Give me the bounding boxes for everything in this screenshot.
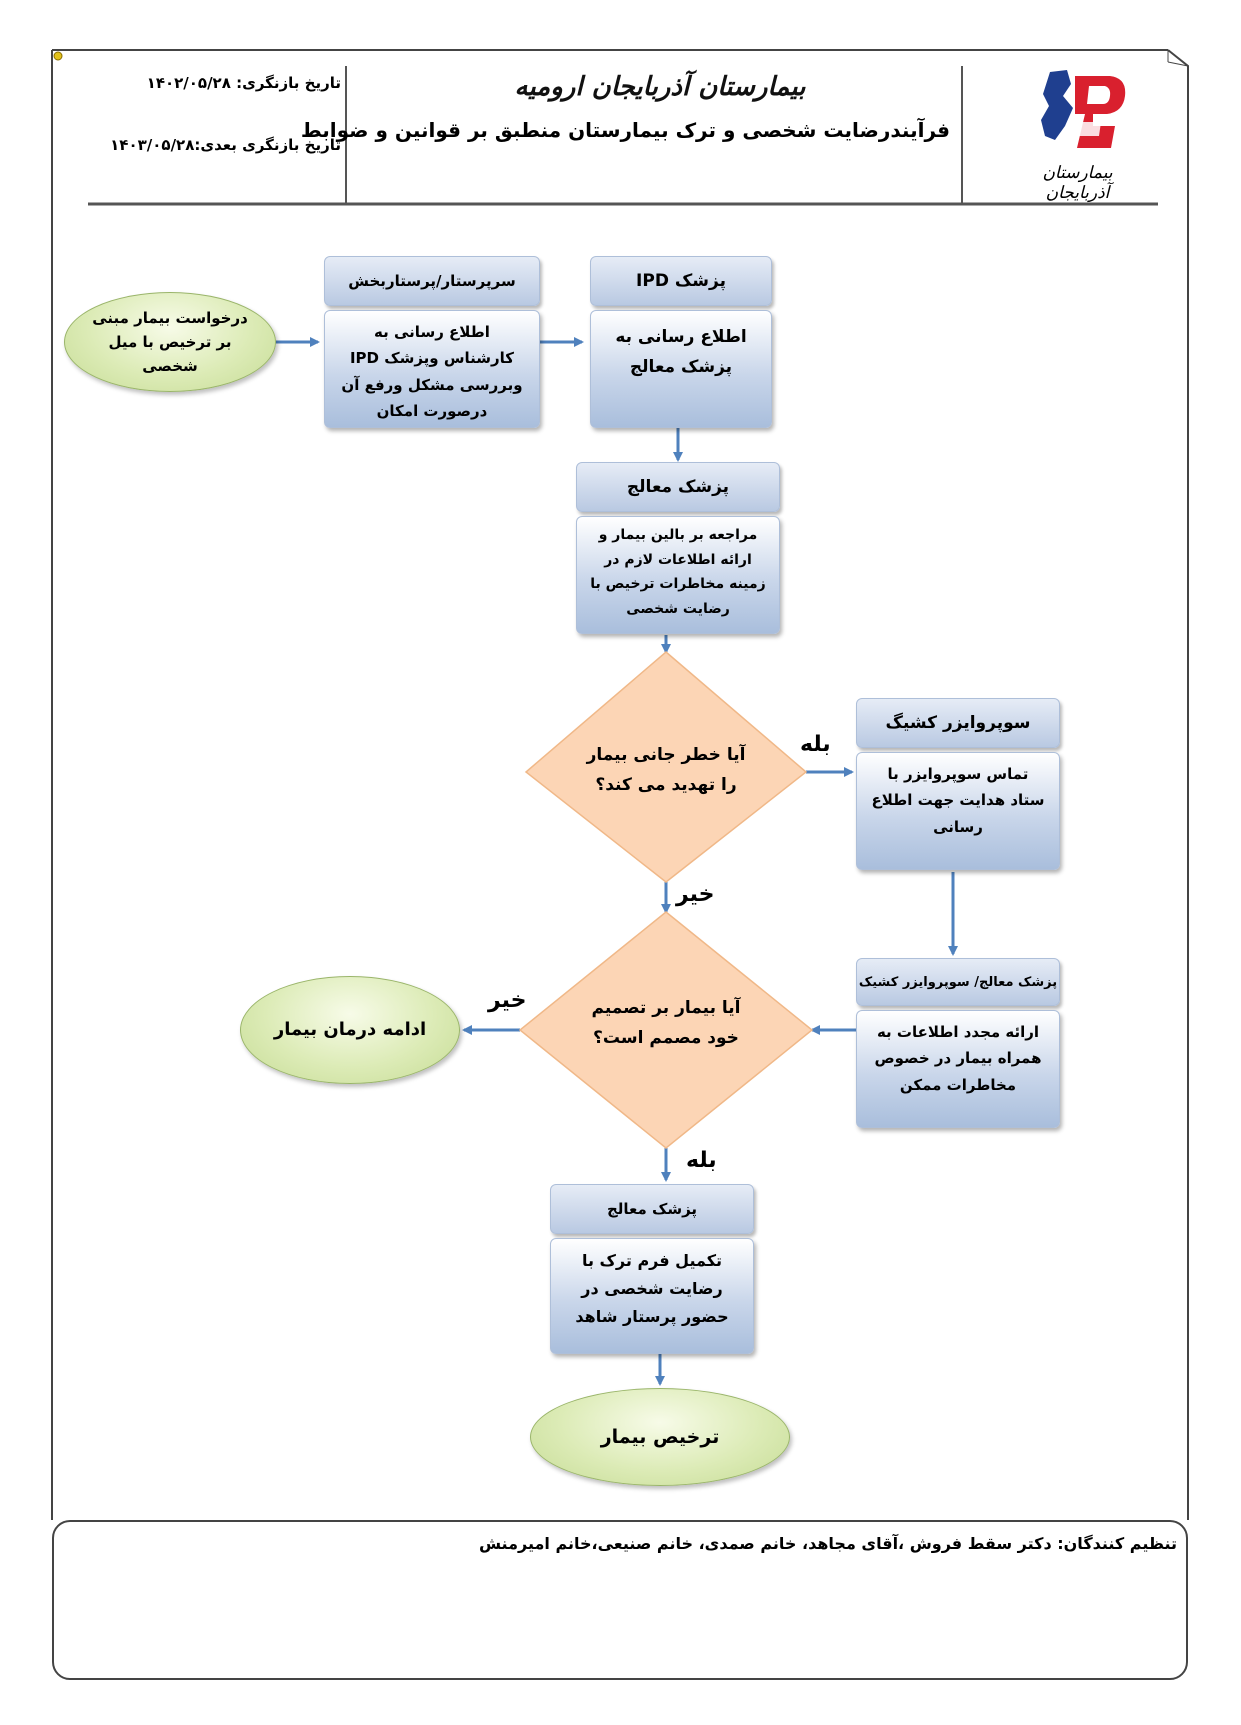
supervisor-role-box: سرپرستار/پرستاربخش (324, 256, 540, 306)
attending-supervisor-role-box: پزشک معالج/ سوپروایزر کشیک (856, 958, 1060, 1006)
review-date: تاریخ بازنگری: ۱۴۰۲/۰۵/۲۸ (146, 74, 341, 92)
hospital-name: بیمارستان آذربایجان ارومیه (514, 72, 806, 102)
final-attending-action-box: تکمیل فرم ترک با رضایت شخصی در حضور پرست… (550, 1238, 754, 1354)
ipd-action-box: اطلاع رسانی به پزشک معالج (590, 310, 772, 428)
attending-supervisor-action-box: ارائه مجدد اطلاعات به همراه بیمار در خصو… (856, 1010, 1060, 1128)
decision1-diamond (524, 651, 808, 883)
attending-action-box: مراجعه بر بالین بیمار و ارائه اطلاعات لا… (576, 516, 780, 634)
continue-treatment-oval: ادامه درمان بیمار (240, 976, 460, 1084)
footer-box (52, 1520, 1188, 1680)
decision2-diamond (518, 911, 814, 1149)
final-attending-role-box: پزشک معالج (550, 1184, 754, 1234)
logo-mark-icon (1041, 70, 1126, 148)
ipd-role-box: پزشک IPD (590, 256, 772, 306)
start-request-oval: درخواست بیمار مبنی بر ترخیص با میل شخصی (64, 292, 276, 392)
decision2-label: آیا بیمار بر تصمیم خود مصمم است؟ (591, 998, 741, 1048)
oncall-supervisor-role-box: سوپروایزر کشیگ (856, 698, 1060, 748)
logo-caption: بیمارستان آذربایجان (1042, 163, 1113, 203)
next-review-date: تاریخ بازنگری بعدی:۱۴۰۳/۰۵/۲۸ (110, 136, 341, 154)
decision1-no-label: خیر (676, 882, 715, 907)
attending-role-box: پزشک معالج (576, 462, 780, 512)
decision1-yes-label: بله (800, 732, 831, 757)
oncall-supervisor-action-box: تماس سوپروایزر با ستاد هدایت جهت اطلاع ر… (856, 752, 1060, 870)
decision1-label: آیا خطر جانی بیمار را تهدید می کند؟ (586, 745, 746, 795)
process-title: فرآیندرضایت شخصی و ترک بیمارستان منطبق ب… (300, 118, 950, 142)
hospital-logo: بیمارستان آذربایجان (1015, 66, 1140, 203)
discharge-oval: ترخیص بیمار (530, 1388, 790, 1486)
decision2-yes-label: بله (686, 1148, 717, 1173)
decision2-no-label: خیر (488, 988, 527, 1013)
supervisor-action-box: اطلاع رسانی به کارشناس وپزشک IPD وبررسی … (324, 310, 540, 428)
footer-preparers: تنظیم کنندگان: دکتر سقط فروش ،آقای مجاهد… (478, 1534, 1177, 1553)
